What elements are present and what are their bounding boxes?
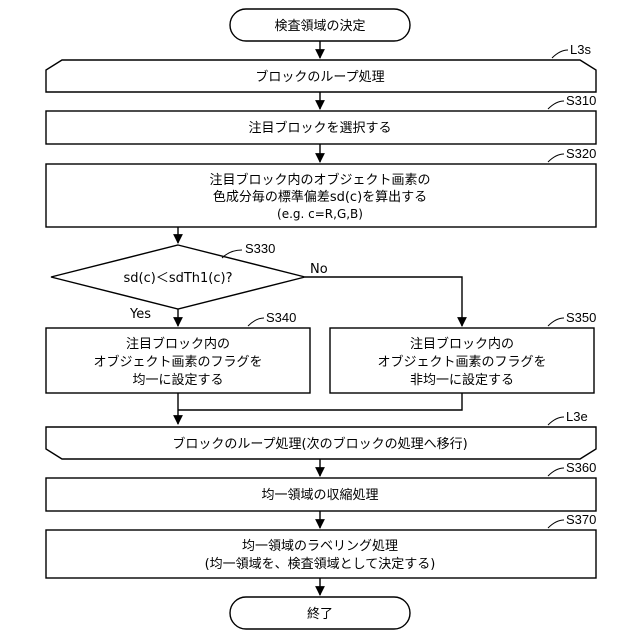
s330-step: S330 [245, 241, 275, 256]
s310-node: 注目ブロックを選択する S310 [46, 93, 596, 144]
loop-end-label: ブロックのループ処理(次のブロックの処理へ移行) [172, 436, 467, 452]
loop-end-leader [548, 417, 564, 425]
s320-step: S320 [566, 146, 596, 161]
s350-line-3: 非均一に設定する [410, 372, 514, 388]
s310-leader [548, 101, 564, 109]
edge-no-to-s350 [305, 277, 462, 326]
s340-leader [248, 318, 264, 326]
s320-line-2: 色成分毎の標準偏差sd(c)を算出する [213, 189, 427, 205]
s310-step: S310 [566, 93, 596, 108]
s340-step: S340 [266, 310, 296, 325]
s360-node: 均一領域の収縮処理 S360 [46, 460, 596, 511]
s330-label: sd(c)＜sdTh1(c)? [124, 271, 233, 286]
loop-start-label: ブロックのループ処理 [255, 69, 384, 85]
s350-leader [548, 318, 564, 326]
s310-label: 注目ブロックを選択する [248, 120, 391, 136]
start-label: 検査領域の決定 [274, 18, 365, 34]
end-label: 終了 [307, 606, 333, 622]
s360-step: S360 [566, 460, 596, 475]
s350-step: S350 [566, 310, 596, 325]
s330-no-label: No [310, 262, 328, 277]
s360-leader [548, 468, 564, 476]
s320-line-3: (e.g. c=R,G,B) [277, 207, 363, 221]
s370-line-2: (均一領域を、検査領域として決定する) [205, 556, 436, 572]
s360-label: 均一領域の収縮処理 [261, 487, 378, 503]
s320-node: 注目ブロック内のオブジェクト画素の 色成分毎の標準偏差sd(c)を算出する (e… [46, 146, 596, 227]
loop-start-node: ブロックのループ処理 L3s [46, 42, 596, 92]
s370-step: S370 [566, 512, 596, 527]
s370-leader [548, 520, 564, 528]
end-terminal: 終了 [230, 597, 410, 629]
s350-line-2: オブジェクト画素のフラグを [377, 354, 546, 370]
loop-start-leader [552, 50, 568, 58]
s340-line-2: オブジェクト画素のフラグを [93, 354, 262, 370]
s340-line-3: 均一に設定する [132, 372, 223, 388]
loop-end-step: L3e [566, 409, 588, 424]
s320-line-1: 注目ブロック内のオブジェクト画素の [209, 172, 430, 188]
loop-start-step: L3s [570, 42, 591, 57]
s350-line-1: 注目ブロック内の [410, 336, 514, 352]
edge-s350-merge [178, 393, 462, 410]
s330-yes-label: Yes [129, 307, 151, 322]
s350-node: 注目ブロック内の オブジェクト画素のフラグを 非均一に設定する S350 [330, 310, 596, 393]
s370-line-1: 均一領域のラベリング処理 [242, 538, 398, 554]
start-terminal: 検査領域の決定 [230, 9, 410, 41]
s320-leader [548, 154, 564, 162]
loop-end-node: ブロックのループ処理(次のブロックの処理へ移行) L3e [46, 409, 596, 459]
s370-node: 均一領域のラベリング処理 (均一領域を、検査領域として決定する) S370 [46, 512, 596, 578]
s340-line-1: 注目ブロック内の [126, 336, 230, 352]
